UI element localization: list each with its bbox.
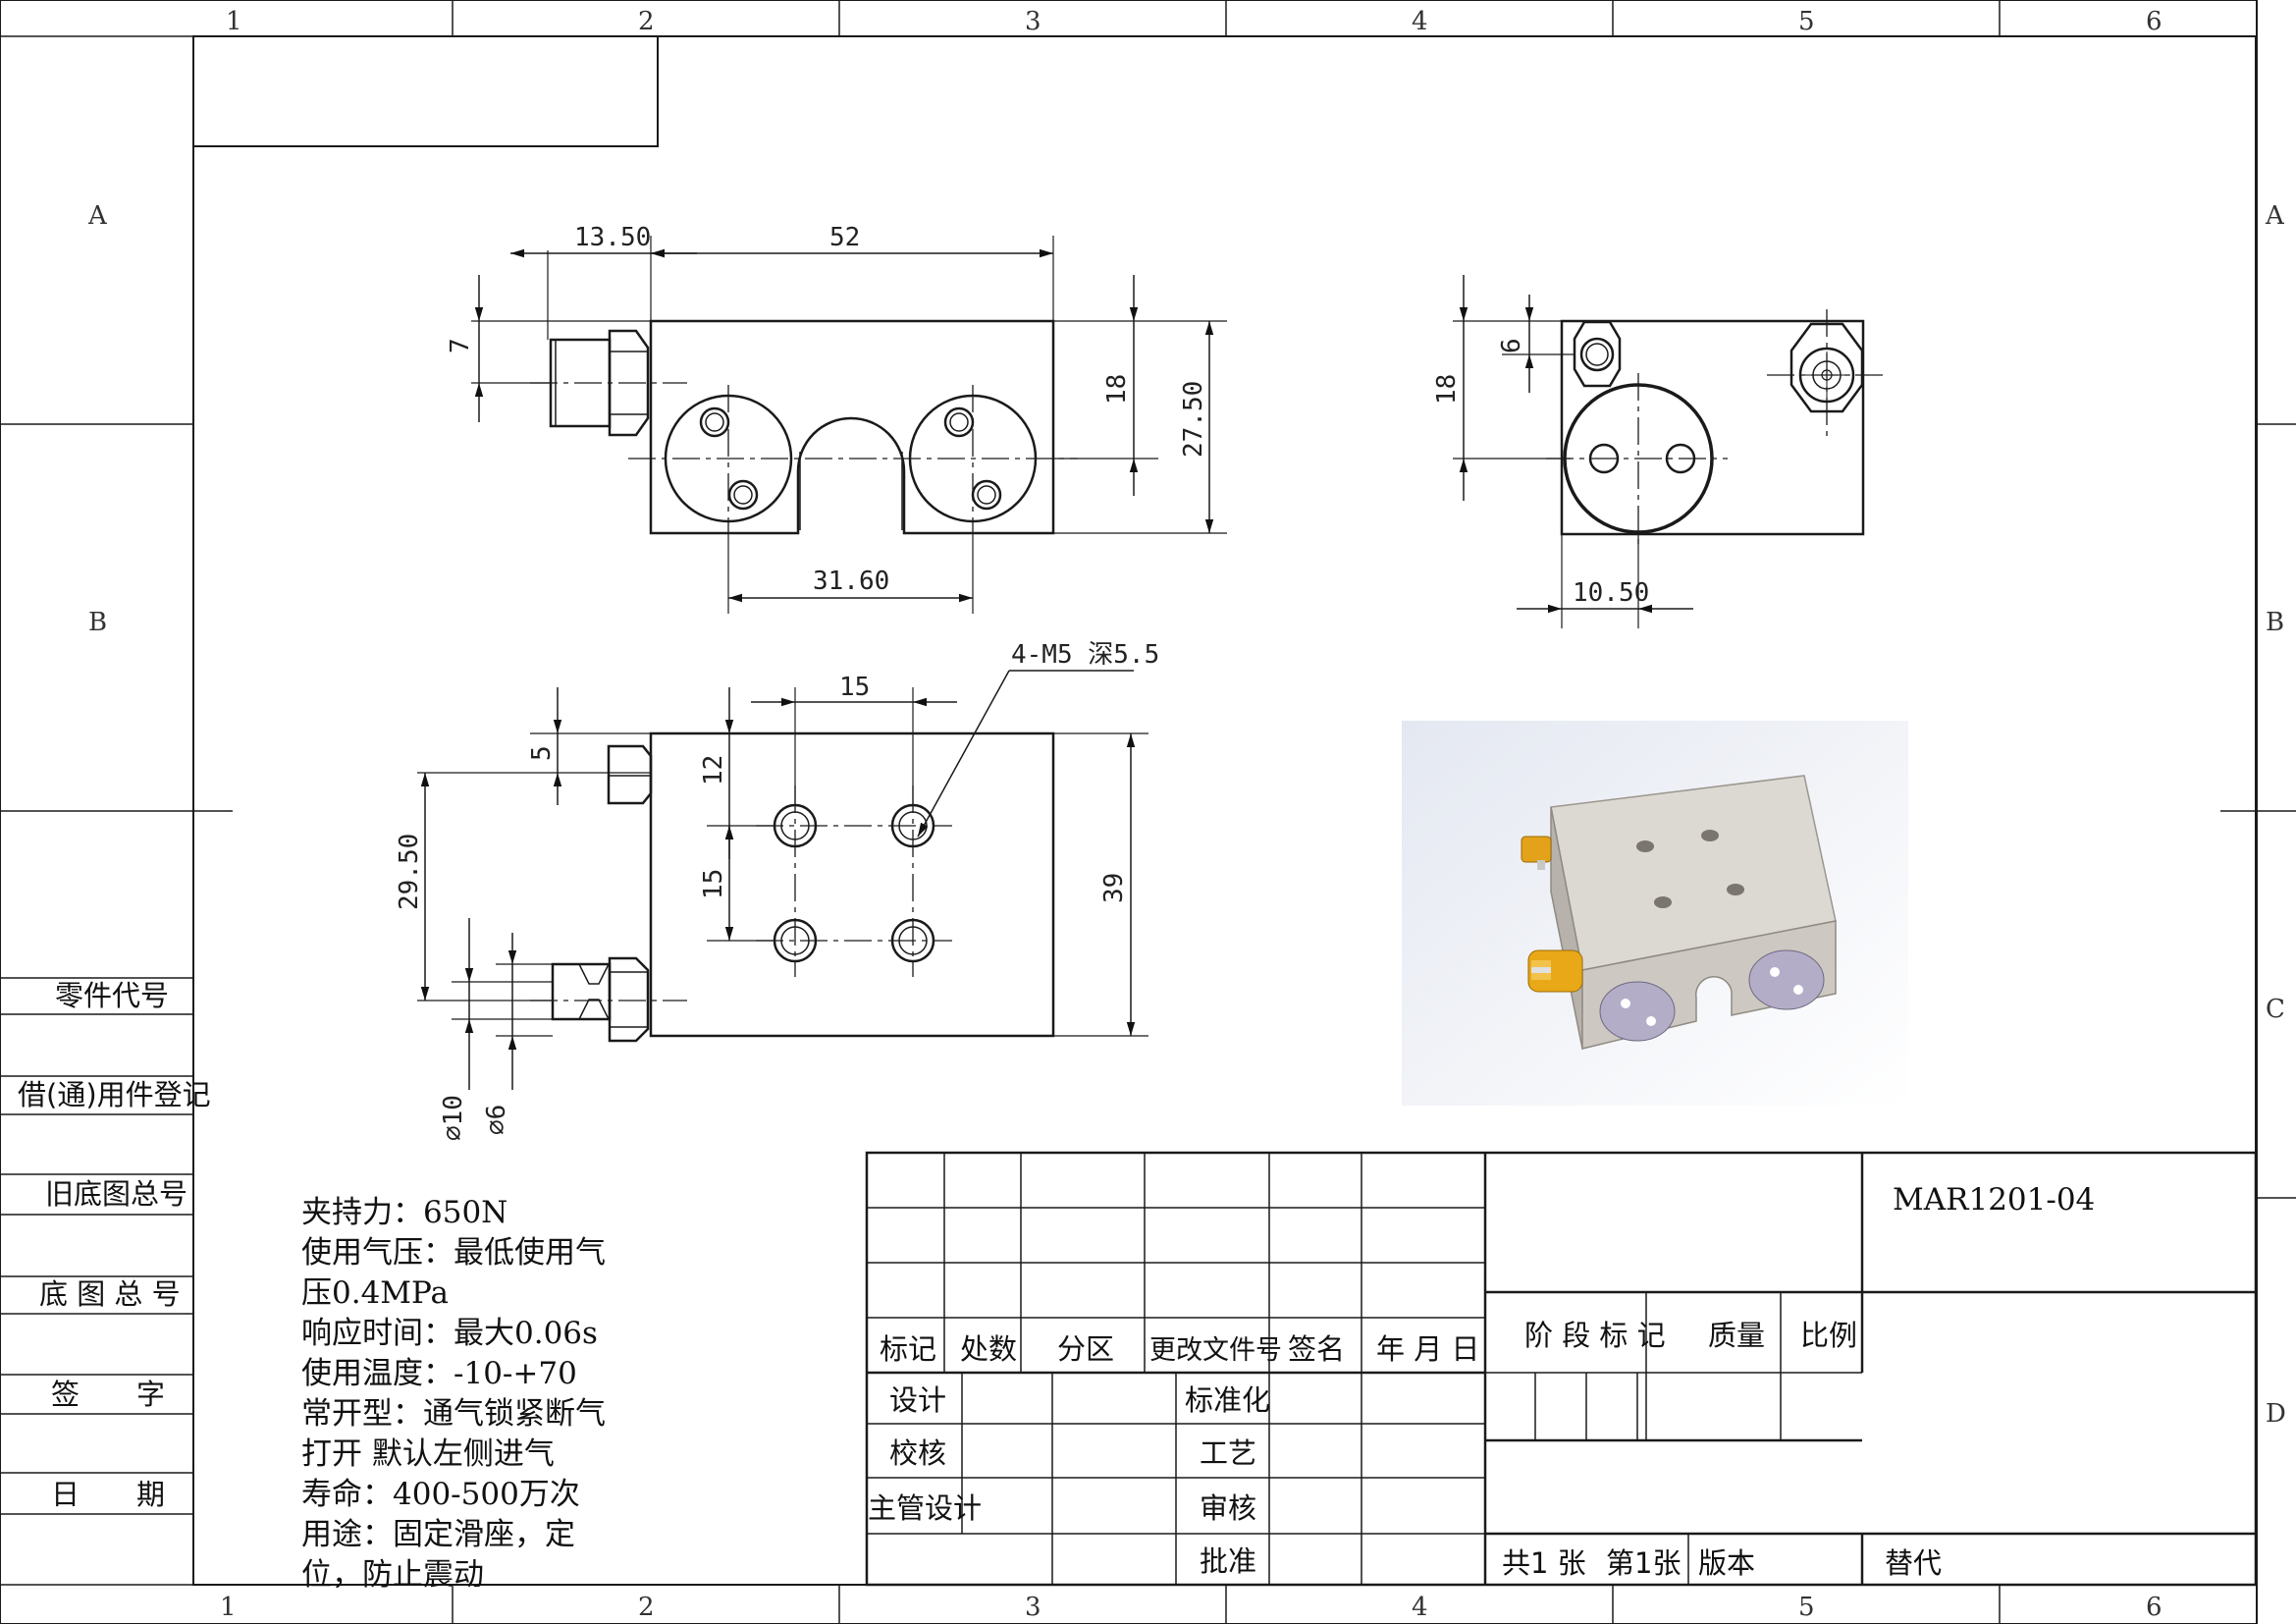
stage-mark-label: 阶 段 标 记 [1524,1319,1666,1352]
rev-header-date: 年 月 日 [1376,1332,1479,1366]
role-process: 工艺 [1200,1436,1256,1470]
front-view-dimensions: 13.50 52 7 18 27.50 31.60 [446,223,1208,596]
role-lead-design: 主管设计 [868,1491,982,1525]
note-line-7: 打开 默认左侧进气 [301,1436,555,1472]
scale-label: 比例 [1800,1319,1857,1352]
dim-top-dia-10: ⌀10 [439,1095,468,1141]
zone-col-1-top: 1 [226,7,242,36]
role-approve: 批准 [1200,1544,1256,1578]
note-line-3: 压0.4MPa [301,1275,449,1311]
role-design: 设计 [889,1383,946,1417]
zone-row-b-right: B [2266,608,2284,637]
sheet-number: 第1张 [1606,1546,1681,1580]
dim-front-27-50: 27.50 [1179,381,1208,458]
zone-col-6-top: 6 [2146,7,2163,36]
dim-front-13-50: 13.50 [574,223,651,252]
rev-header-change-doc: 更改文件号 [1149,1335,1282,1366]
sheets-total: 共1 张 [1502,1546,1586,1580]
mass-label: 质量 [1708,1319,1765,1352]
side-left-fitting [1573,320,1622,388]
top-view-dimensions: 15 4-M5 深5.5 5 12 29.50 15 39 ⌀10 ⌀6 [395,640,1159,1141]
technical-notes: 夹持力：650N 使用气压：最低使用气 压0.4MPa 响应时间：最大0.06s… [301,1195,606,1593]
rev-header-zone: 分区 [1057,1332,1114,1366]
note-line-8: 寿命：400-500万次 [301,1477,580,1512]
zone-row-c-right: C [2266,995,2285,1024]
zone-col-3-top: 3 [1025,7,1041,36]
dim-top-12: 12 [699,755,728,785]
zone-row-d-right: D [2266,1399,2286,1429]
rev-header-count: 处数 [960,1332,1017,1366]
zone-col-2-top: 2 [638,7,655,36]
role-standardization: 标准化 [1185,1383,1270,1417]
note-line-4: 响应时间：最大0.06s [301,1316,598,1351]
front-view [471,236,1227,614]
dim-front-7: 7 [446,338,475,353]
zone-col-4-bottom: 4 [1412,1593,1428,1622]
top-view [417,670,1148,1090]
top-view-body [649,731,1055,1038]
zone-col-6-bottom: 6 [2146,1593,2163,1622]
dim-side-18: 18 [1432,374,1462,405]
note-line-1: 夹持力：650N [301,1195,507,1230]
zone-col-2-bottom: 2 [638,1593,655,1622]
role-check: 校核 [889,1436,946,1470]
side-view [1453,275,1885,628]
zone-labels: 1 2 3 4 5 6 1 2 3 4 5 6 A B A B C D [87,7,2286,1622]
dim-top-dia-6: ⌀6 [482,1105,511,1135]
dim-front-31-60: 31.60 [813,567,889,596]
dim-side-6: 6 [1497,338,1526,353]
top-view-tapped-holes [773,803,935,963]
isometric-render [1402,721,1908,1106]
zone-col-5-bottom: 5 [1798,1593,1815,1622]
label-part-code: 零件代号 [55,979,169,1012]
role-review: 审核 [1200,1491,1256,1525]
replace-label: 替代 [1885,1546,1942,1580]
dim-top-15-vertical: 15 [699,869,728,899]
left-record-labels: 零件代号 借(通)用件登记 旧底图总号 底 图 总 号 签 字 日 期 [18,979,211,1511]
zone-col-1-bottom: 1 [220,1593,237,1622]
render-fittings [1521,836,1583,993]
note-line-10: 位，防止震动 [301,1557,484,1593]
top-air-fitting [551,956,650,1043]
label-date: 日 期 [51,1478,165,1511]
note-line-2: 使用气压：最低使用气 [301,1235,606,1271]
left-record-strip [0,977,193,1515]
dim-front-52: 52 [829,223,860,252]
zone-row-b-left: B [88,608,107,637]
title-block-grid [865,1151,2258,1587]
label-master-number: 底 图 总 号 [39,1277,181,1311]
label-signature: 签 字 [51,1378,165,1411]
zone-col-4-top: 4 [1412,7,1428,36]
rev-header-sign: 签名 [1288,1332,1345,1366]
dim-top-39: 39 [1099,873,1129,903]
zone-col-5-top: 5 [1798,7,1815,36]
render-right-port [1748,949,1825,1010]
version-label: 版本 [1698,1546,1755,1580]
label-borrowed-registration: 借(通)用件登记 [18,1078,211,1111]
render-left-port [1599,981,1676,1042]
title-block-text: MAR1201-04 标记 处数 分区 更改文件号 签名 年 月 日 设计 校核… [868,1182,2095,1580]
note-line-5: 使用温度：-10-+70 [301,1356,577,1391]
top-small-fitting [607,744,653,805]
dim-top-29-50: 29.50 [395,834,424,910]
rev-header-mark: 标记 [880,1332,936,1366]
zone-row-a-left: A [87,201,108,231]
dim-top-15-horizontal: 15 [839,673,870,702]
side-view-body [1560,319,1865,536]
dim-front-18: 18 [1102,374,1132,405]
zone-col-3-bottom: 3 [1025,1593,1041,1622]
dim-side-10-50: 10.50 [1573,578,1649,608]
dim-top-4-m5-thread-note: 4-M5 深5.5 [1011,640,1159,670]
label-old-master-number: 旧底图总号 [45,1177,187,1211]
note-line-6: 常开型：通气锁紧断气 [301,1396,606,1432]
dim-top-5: 5 [527,745,557,761]
zone-row-a-right: A [2265,201,2285,231]
drawing-number: MAR1201-04 [1893,1182,2095,1218]
side-view-dimensions: 6 18 10.50 [1432,338,1649,608]
note-line-9: 用途：固定滑座，定 [301,1517,575,1552]
